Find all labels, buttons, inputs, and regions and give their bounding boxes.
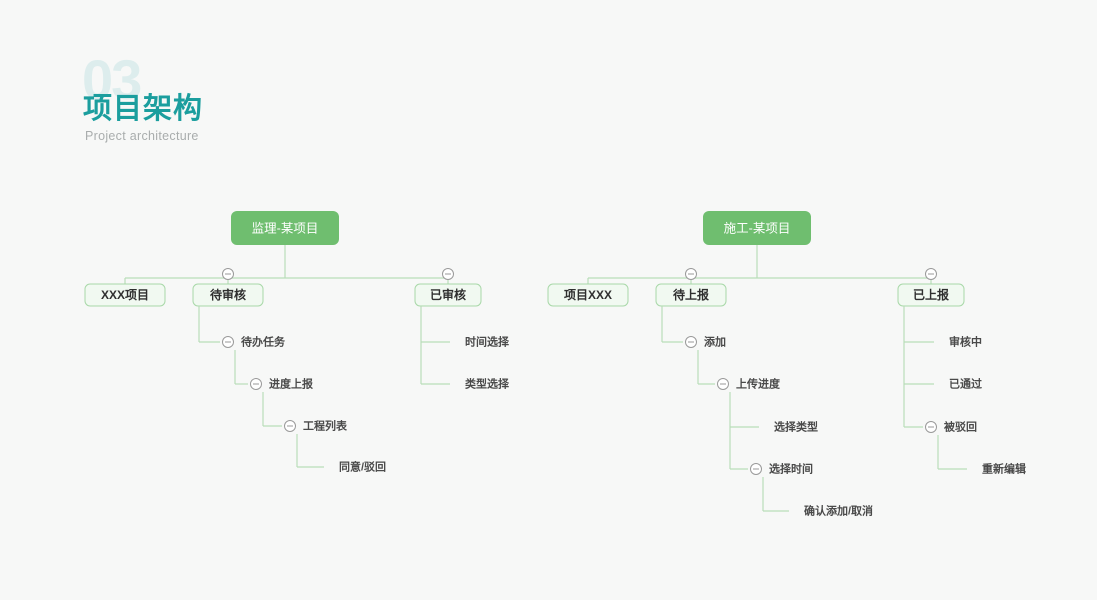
collapse-toggle-icon-待办任务[interactable] (222, 336, 234, 348)
collapse-toggle-icon-待上报[interactable] (685, 268, 697, 280)
leaf-label-同意-驳回: 同意/驳回 (339, 459, 386, 473)
node-待上报[interactable]: 待上报 (655, 283, 727, 307)
root-node-box (231, 211, 339, 245)
node-label: 待审核 (210, 287, 246, 302)
node-box (414, 283, 482, 307)
leaf-label-审核中: 审核中 (949, 334, 982, 348)
node-box (897, 283, 965, 307)
node-box (84, 283, 166, 307)
root-node-box (703, 211, 811, 245)
root-node-label: 施工-某项目 (724, 221, 791, 235)
leaf-label-工程列表: 工程列表 (303, 418, 348, 432)
node-label: XXX项目 (101, 288, 149, 302)
leaf-label-添加: 添加 (704, 334, 726, 348)
leaf-label-被驳回: 被驳回 (944, 419, 977, 433)
page-subtitle: Project architecture (85, 129, 199, 143)
leaf-label-类型选择: 类型选择 (465, 376, 510, 390)
collapse-toggle-icon-添加[interactable] (685, 336, 697, 348)
node-box (547, 283, 629, 307)
root-node-监理-某项目[interactable]: 监理-某项目 (231, 211, 339, 245)
collapse-toggle-icon-上传进度[interactable] (717, 378, 729, 390)
leaf-label-选择时间: 选择时间 (769, 461, 813, 475)
collapse-toggle-icon-已上报[interactable] (925, 268, 937, 280)
leaf-label-选择类型: 选择类型 (774, 419, 818, 433)
node-项目xxx[interactable]: 项目XXX (547, 283, 629, 307)
collapse-toggle-icon-已审核[interactable] (442, 268, 454, 280)
node-label: 项目XXX (564, 288, 612, 302)
leaf-label-重新编辑: 重新编辑 (982, 461, 1026, 475)
leaf-label-待办任务: 待办任务 (240, 334, 286, 348)
node-label: 待上报 (673, 287, 709, 302)
leaf-label-确认添加-取消: 确认添加/取消 (804, 503, 873, 517)
node-待审核[interactable]: 待审核 (192, 283, 264, 307)
leaf-label-上传进度: 上传进度 (736, 376, 781, 390)
leaf-label-进度上报: 进度上报 (269, 376, 314, 390)
collapse-toggle-icon-进度上报[interactable] (250, 378, 262, 390)
collapse-toggle-icon-工程列表[interactable] (284, 420, 296, 432)
node-box (655, 283, 727, 307)
page-title: 项目架构 (83, 93, 204, 125)
node-box (192, 283, 264, 307)
collapse-toggle-icon-选择时间[interactable] (750, 463, 762, 475)
node-label: 已审核 (430, 287, 466, 302)
node-已上报[interactable]: 已上报 (897, 283, 965, 307)
root-node-施工-某项目[interactable]: 施工-某项目 (703, 211, 811, 245)
collapse-toggle-icon-被驳回[interactable] (925, 421, 937, 433)
node-label: 已上报 (913, 287, 949, 302)
root-node-label: 监理-某项目 (252, 221, 319, 235)
leaf-label-已通过: 已通过 (949, 376, 982, 390)
page-header: 03 项目架构 Project architecture (82, 52, 382, 152)
leaf-label-时间选择: 时间选择 (465, 334, 510, 348)
node-xxx项目[interactable]: XXX项目 (84, 283, 166, 307)
section-number-watermark: 03 (82, 48, 142, 111)
node-已审核[interactable]: 已审核 (414, 283, 482, 307)
collapse-toggle-icon-待审核[interactable] (222, 268, 234, 280)
